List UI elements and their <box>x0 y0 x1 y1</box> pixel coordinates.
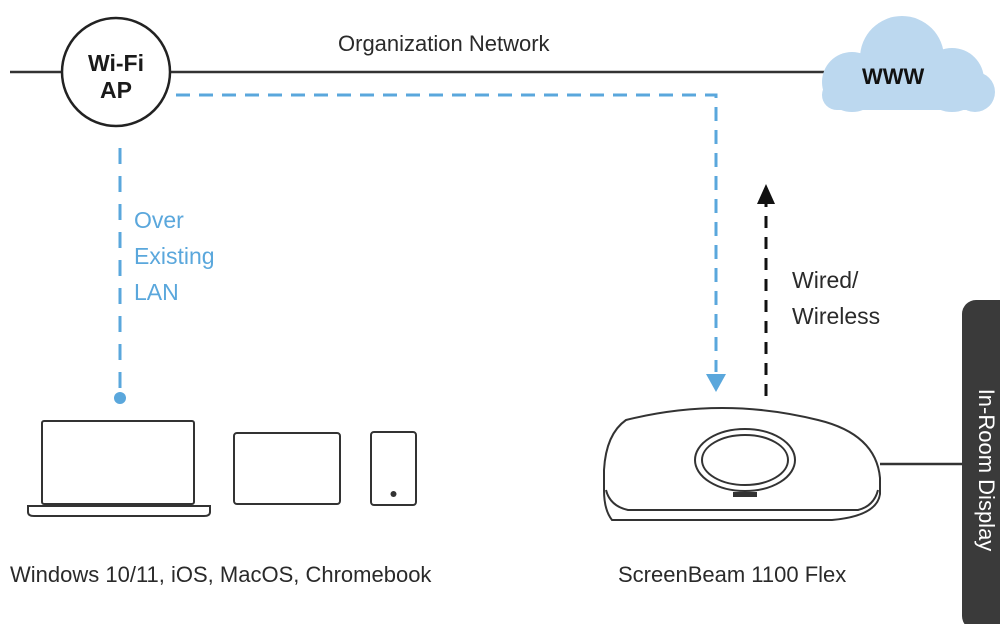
wifi-ap-label: Wi-Fi AP <box>62 50 170 104</box>
uplink-line1: Wired/ <box>792 267 859 293</box>
up-arrow-icon <box>757 184 775 204</box>
laptop-icon <box>27 420 211 517</box>
wifi-ap-line2: AP <box>100 77 132 103</box>
screenbeam-device-icon <box>603 407 881 521</box>
organization-network-label: Organization Network <box>338 31 550 56</box>
devices-label: Windows 10/11, iOS, MacOS, Chromebook <box>10 562 432 587</box>
uplink-line2: Wireless <box>792 303 881 329</box>
lan-link-line3: LAN <box>134 279 179 305</box>
tablet-icon <box>233 432 341 505</box>
www-label: WWW <box>862 64 925 89</box>
down-arrow-icon <box>706 374 726 392</box>
lan-link-line2: Existing <box>134 243 215 269</box>
screenbeam-label: ScreenBeam 1100 Flex <box>618 562 847 587</box>
uplink-label: Wired/ Wireless <box>792 262 880 334</box>
lan-link-line1: Over <box>134 207 184 233</box>
in-room-display-label: In-Room Display <box>974 388 999 552</box>
wifi-ap-line1: Wi-Fi <box>88 50 144 76</box>
cloud-icon <box>822 16 995 112</box>
lan-endpoint-dot <box>114 392 126 404</box>
ap-to-receiver-link <box>176 93 718 372</box>
phone-icon <box>370 431 417 506</box>
in-room-display-panel <box>962 300 1000 624</box>
wifi-ap-circle <box>60 16 172 128</box>
lan-link-label: Over Existing LAN <box>134 202 215 310</box>
